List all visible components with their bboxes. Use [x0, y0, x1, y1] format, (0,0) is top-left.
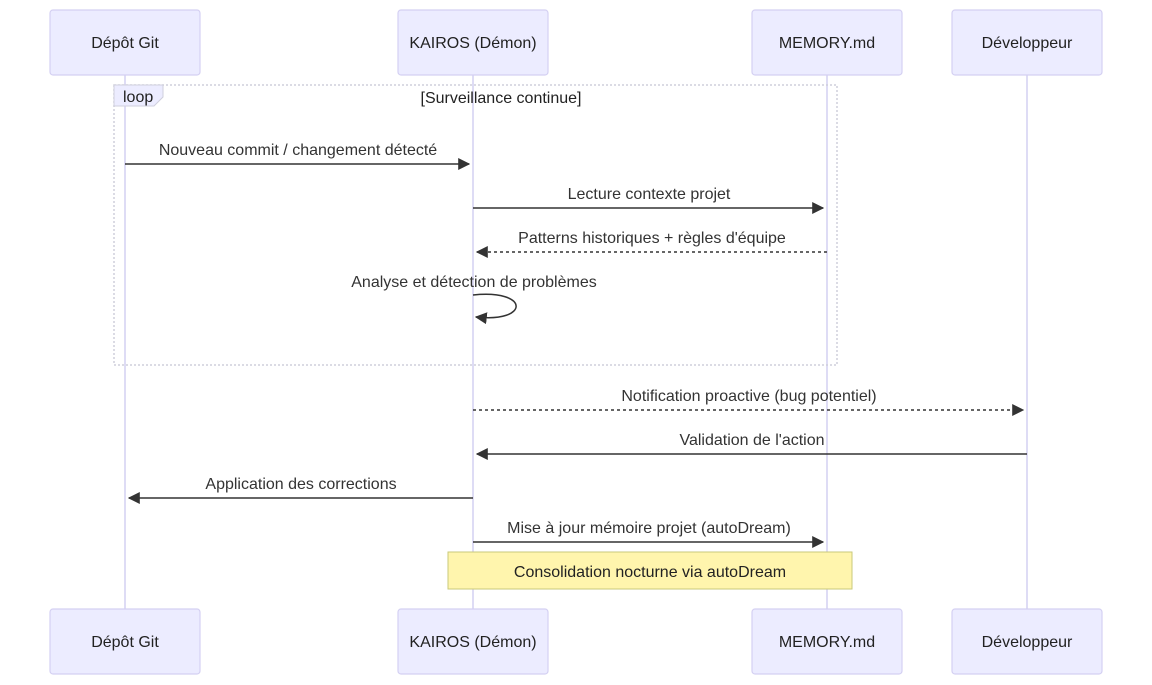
actor-label: Dépôt Git	[91, 634, 159, 651]
message-2: Lecture contexte projet	[473, 186, 825, 214]
actor-bottom-git[interactable]: Dépôt Git	[49, 608, 201, 675]
message-5: Notification proactive (bug potentiel)	[473, 388, 1025, 416]
message-3: Patterns historiques + règles d'équipe	[475, 230, 827, 258]
actor-top-git[interactable]: Dépôt Git	[49, 9, 201, 76]
message-label: Application des corrections	[205, 476, 396, 493]
actor-label: Développeur	[982, 35, 1073, 52]
message-label: Validation de l'action	[679, 432, 824, 449]
message-label: Patterns historiques + règles d'équipe	[518, 230, 786, 247]
message-label: Analyse et détection de problèmes	[351, 274, 596, 291]
message-4-self: Analyse et détection de problèmes	[351, 274, 597, 325]
message-7: Application des corrections	[127, 476, 473, 504]
actor-top-kairos[interactable]: KAIROS (Démon)	[397, 9, 549, 76]
message-6: Validation de l'action	[475, 432, 1027, 460]
note: Consolidation nocturne via autoDream	[447, 551, 853, 590]
message-1: Nouveau commit / changement détecté	[125, 142, 471, 170]
message-label: Lecture contexte projet	[568, 186, 731, 203]
note-text: Consolidation nocturne via autoDream	[514, 564, 786, 581]
actor-label: Développeur	[982, 634, 1073, 651]
loop-frame: loop [Surveillance continue]	[113, 84, 838, 366]
message-label: Notification proactive (bug potentiel)	[621, 388, 876, 405]
actor-label: Dépôt Git	[91, 35, 159, 52]
actor-bottom-dev[interactable]: Développeur	[951, 608, 1103, 675]
actor-bottom-kairos[interactable]: KAIROS (Démon)	[397, 608, 549, 675]
loop-condition: [Surveillance continue]	[421, 90, 582, 107]
message-label: Mise à jour mémoire projet (autoDream)	[507, 520, 791, 537]
message-8: Mise à jour mémoire projet (autoDream)	[473, 520, 825, 548]
actor-label: KAIROS (Démon)	[409, 35, 536, 52]
actor-top-memory[interactable]: MEMORY.md	[751, 9, 903, 76]
actor-top-dev[interactable]: Développeur	[951, 9, 1103, 76]
message-label: Nouveau commit / changement détecté	[159, 142, 437, 159]
self-loop-arrow	[472, 293, 517, 325]
actor-bottom-memory[interactable]: MEMORY.md	[751, 608, 903, 675]
loop-keyword: loop	[123, 89, 153, 106]
actor-label: MEMORY.md	[779, 634, 875, 651]
actor-label: MEMORY.md	[779, 35, 875, 52]
actor-label: KAIROS (Démon)	[409, 634, 536, 651]
